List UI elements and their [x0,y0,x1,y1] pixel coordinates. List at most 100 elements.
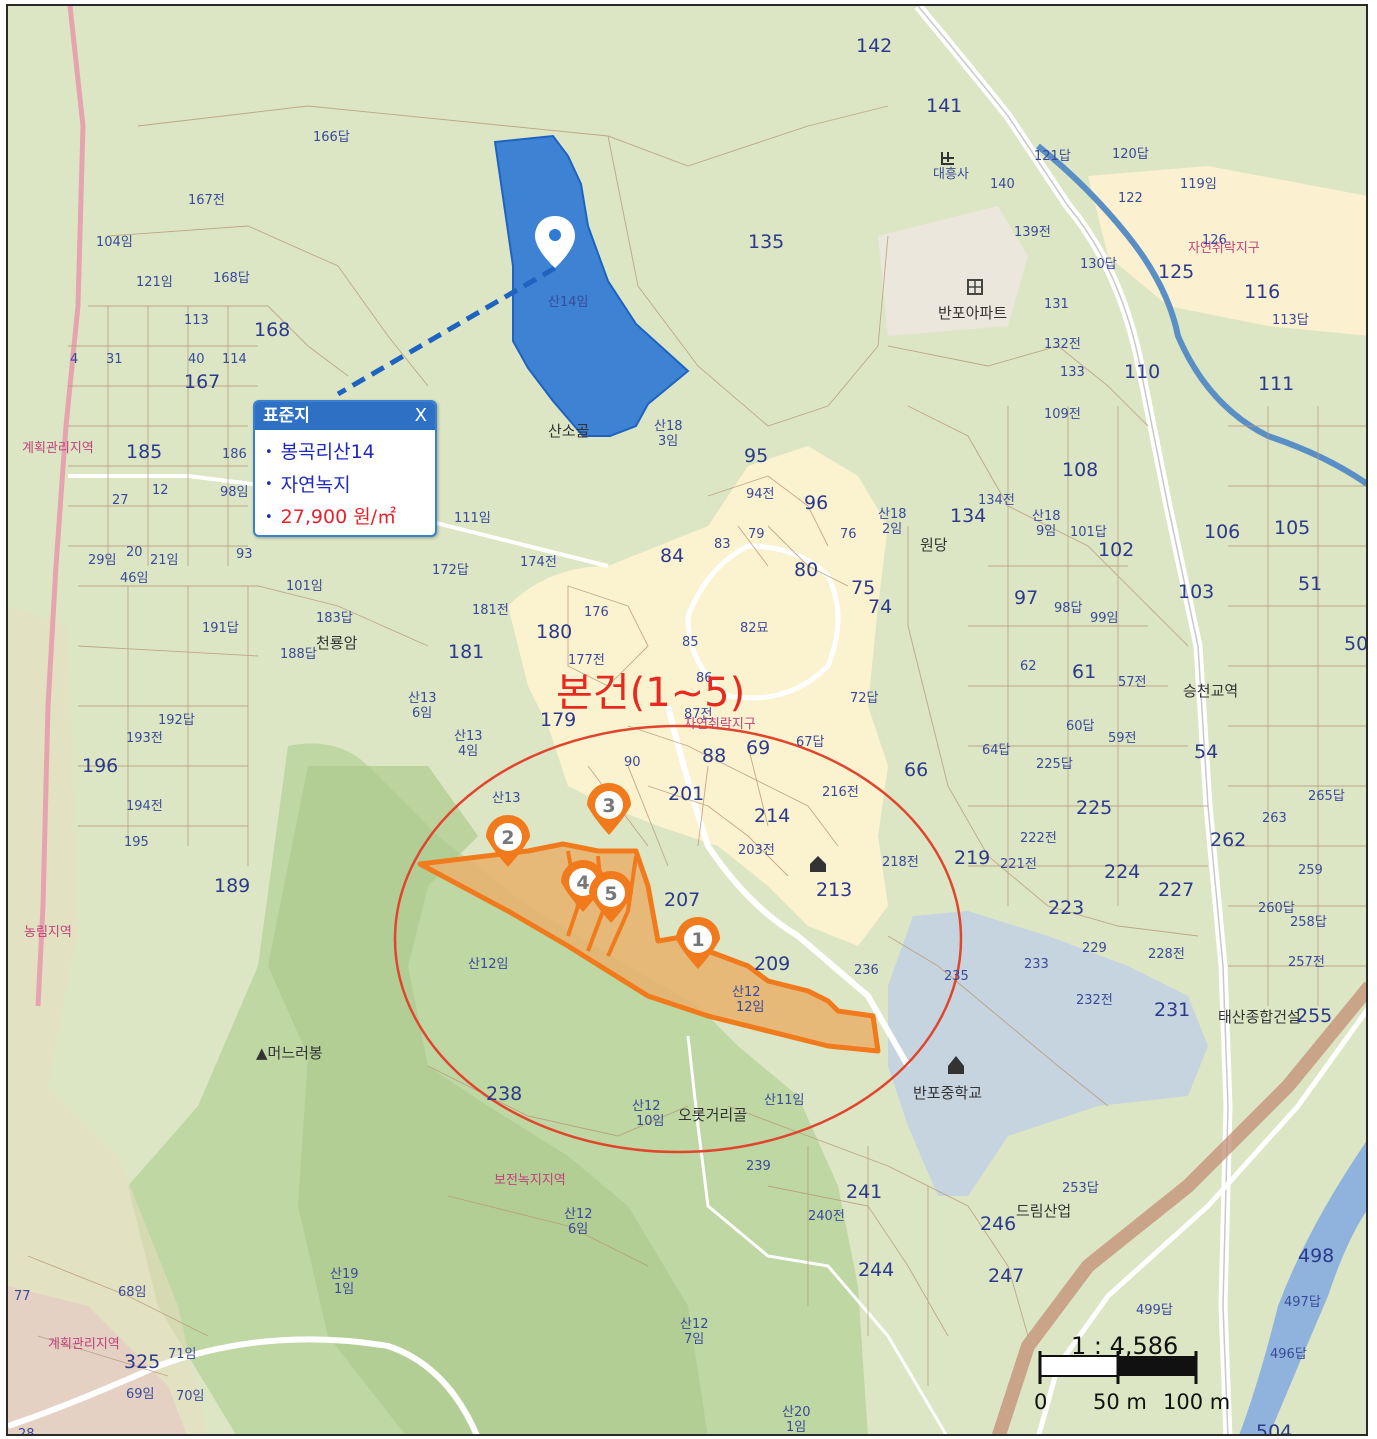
map-label-p27: 27 [112,493,129,508]
map-label-p114: 114 [222,352,247,367]
map-label-p93: 93 [236,547,253,562]
map-label-sanso: 산소골 [548,422,589,440]
standard-land-parcel[interactable] [493,134,690,437]
map-label-p97: 97 [1014,587,1038,609]
popup-header: 표준지 X [255,402,435,430]
map-label-p101: 101임 [286,579,323,594]
map-label-p238: 238 [486,1083,522,1105]
map-label-p246: 246 [980,1213,1016,1235]
map-label-s13: 산13 [492,791,521,806]
scale-tick-0: 0 [1034,1390,1048,1414]
map-label-p31: 31 [106,352,123,367]
scale-tick-100: 100 m [1163,1390,1231,1414]
map-label-p504: 504 [1256,1421,1292,1436]
map-label-p168: 168 [254,319,290,341]
marker-number: 5 [604,883,617,905]
map-label-p102: 102 [1098,539,1134,561]
marker-number: 2 [501,827,514,849]
map-label-p265: 265답 [1308,789,1345,804]
map-label-taesin: 태산종합건설 [1218,1008,1301,1026]
map-label-p131: 131 [1044,297,1069,312]
river [1239,1141,1366,1434]
map-label-seungcheon: 승천교역 [1183,682,1238,700]
map-label-p90: 90 [624,755,641,770]
map-label-p180: 180 [536,621,572,643]
popup-close-button[interactable]: X [414,405,427,426]
map-label-p183: 183답 [316,611,353,626]
map-label-plan_mgmt2: 계획관리지역 [48,1337,120,1352]
map-label-p98: 98임 [220,485,249,500]
map-label-p79: 79 [748,527,765,542]
map-label-p244: 244 [858,1259,894,1281]
map-label-p168d: 168답 [213,271,250,286]
marker-5[interactable]: 5 [589,871,633,923]
map-label-p74: 74 [868,596,892,618]
map-label-p121: 121임 [136,275,173,290]
marker-1[interactable]: 1 [676,916,720,969]
map-label-apartment: 반포아파트 [938,304,1007,322]
marker-3[interactable]: 3 [587,783,631,835]
map-label-p59: 59전 [1108,731,1137,746]
popup-item-price: •27,900 원/㎡ [265,506,397,528]
map-label-natural_settle: 자연취락지구 [684,717,756,732]
map-label-p60: 60답 [1066,719,1095,734]
map-label-p132: 132전 [1044,337,1081,352]
map-label-p196: 196 [82,755,118,777]
map-label-p172: 172답 [432,563,469,578]
map-label-p94: 94전 [746,487,775,502]
map-label-p497: 497답 [1284,1295,1321,1310]
apartment-icon [967,279,983,295]
map-label-p241: 241 [846,1181,882,1203]
map-label-wondang: 원당 [920,536,948,554]
map-label-p134j: 134전 [978,493,1015,508]
marker-number: 3 [602,795,615,817]
highway-lane [1036,1007,1366,1434]
valley-path [686,1035,948,1434]
map-label-p29: 29임 [88,553,117,568]
map-label-p228: 228전 [1148,947,1185,962]
map-label-p12: 12 [152,483,169,498]
map-label-p86: 86 [696,671,713,686]
map-label-p21: 21임 [150,553,179,568]
map-label-p76: 76 [840,527,857,542]
agri-forest-area [8,606,208,1434]
map-label-p125: 125 [1158,261,1194,283]
marker-2[interactable]: 2 [486,815,530,867]
map-label-p177: 177전 [568,653,605,668]
popup-item-address: •봉곡리산14 [265,441,375,463]
map-label-p216: 216전 [822,785,859,800]
map-label-p87: 87전 [684,707,713,722]
map-label-p236: 236 [854,963,879,978]
map-label-p98d: 98답 [1054,601,1083,616]
popup-price: 27,900 원/㎡ [280,506,397,528]
standard-land-popup[interactable]: 표준지 X •봉곡리산14 •자연녹지 •27,900 원/㎡ [253,400,437,537]
map-label-p88: 88 [702,745,726,767]
map-label-p142: 142 [856,35,892,57]
map-label-p80: 80 [794,559,818,581]
scale-tick-50: 50 m [1093,1390,1147,1414]
map-label-p201: 201 [668,783,704,805]
map-label-p96: 96 [804,492,828,514]
map-label-p185: 185 [126,441,162,463]
map-label-p113d: 113답 [1272,313,1309,328]
map-label-p70: 70임 [176,1389,205,1404]
map-label-p135: 135 [748,231,784,253]
map-label-p4: 4 [70,352,78,367]
map-label-p84: 84 [660,545,684,567]
map-label-p235: 235 [944,969,969,984]
map-label-p69b: 69임 [126,1387,155,1402]
map-label-p120: 120답 [1112,147,1149,162]
map-label-p207: 207 [664,889,700,911]
map-label-p218: 218전 [882,855,919,870]
popup-zoning: 자연녹지 [280,473,351,496]
location-pin-icon[interactable] [535,216,575,268]
subject-label: 본건(1~5) [556,670,745,716]
